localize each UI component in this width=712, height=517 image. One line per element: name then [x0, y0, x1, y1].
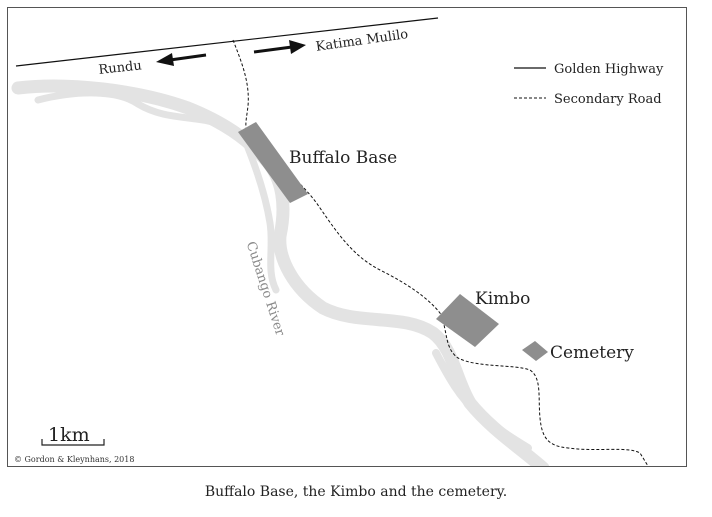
- buffalo-base-label: Buffalo Base: [289, 148, 398, 168]
- river-side-channel: [34, 89, 227, 130]
- arrow-to-katima-mulilo-icon: [253, 40, 306, 54]
- kimbo-area: [436, 294, 499, 347]
- copyright-label: © Gordon & Kleynhans, 2018: [14, 455, 135, 464]
- arrow-to-rundu-icon: [156, 53, 207, 66]
- cemetery-label: Cemetery: [550, 343, 634, 363]
- kimbo-label: Kimbo: [475, 289, 531, 309]
- cemetery-area: [522, 341, 548, 361]
- legend-secondary-label: Secondary Road: [554, 92, 662, 107]
- river-island-channel: [432, 349, 532, 452]
- figure-caption: Buffalo Base, the Kimbo and the cemetery…: [204, 484, 508, 500]
- legend-highway-label: Golden Highway: [554, 62, 664, 77]
- buffalo-base-area: [238, 122, 308, 203]
- scale-bar: [41, 439, 105, 446]
- map-canvas: [11, 17, 649, 466]
- map-panel: Rundu Katima Mulilo Buffalo Base Kimbo C…: [7, 7, 687, 467]
- river-main-channel: [11, 79, 550, 466]
- river-braid-channel: [244, 144, 280, 294]
- golden-highway-line: [15, 17, 439, 67]
- scale-label: 1km: [48, 424, 90, 446]
